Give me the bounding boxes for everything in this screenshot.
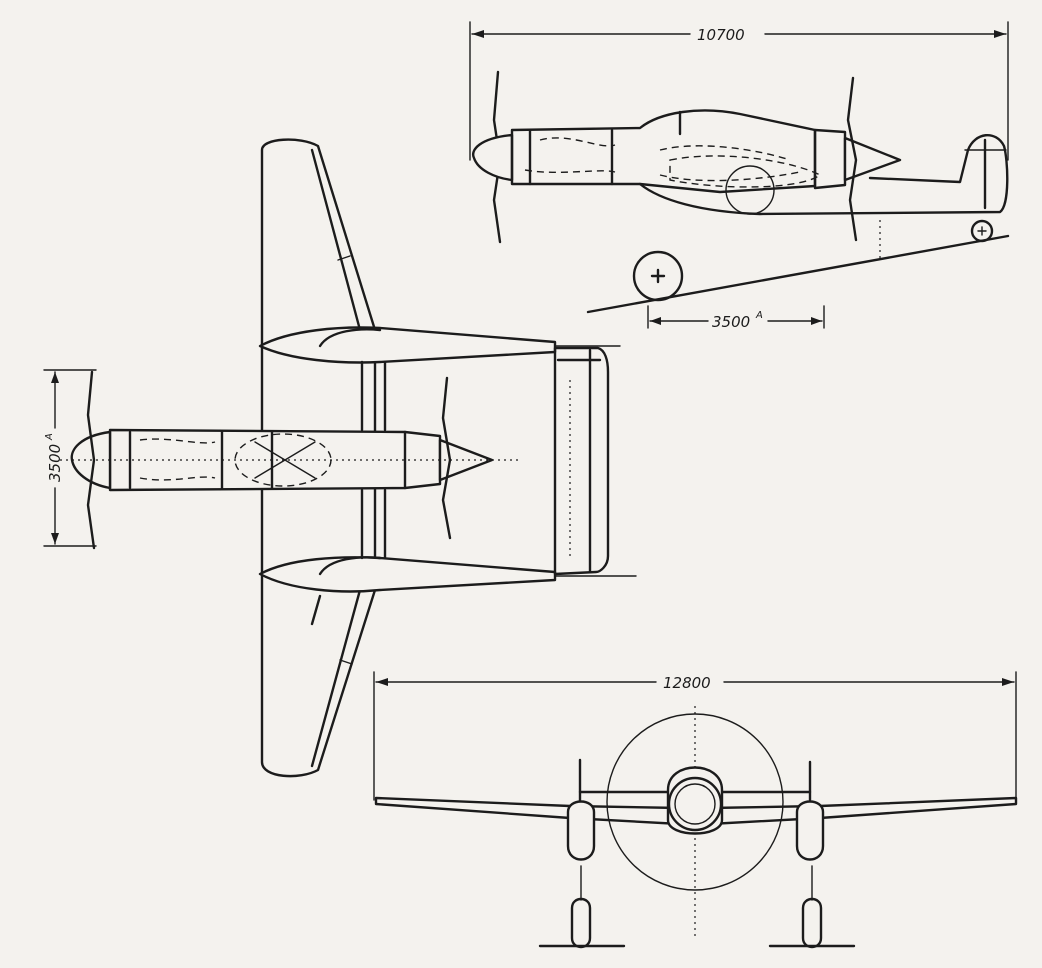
right-wheel-front — [801, 897, 823, 949]
upper-boom — [258, 326, 557, 364]
length-label: 10700 — [697, 26, 745, 44]
horizontal-tail-plan — [553, 346, 610, 576]
left-wheel-front — [570, 897, 592, 949]
plan-view: 3500 A — [43, 138, 637, 778]
main-wheel-side — [632, 250, 684, 302]
left-nacelle — [566, 800, 596, 861]
ground-line — [586, 234, 1010, 314]
rear-spinner-plan — [438, 438, 494, 482]
front-propeller-plan — [86, 370, 96, 550]
wheel-track-label: 3500 — [712, 313, 750, 331]
rear-propeller-plan — [441, 376, 452, 540]
right-nacelle — [795, 800, 825, 861]
front-spinner — [471, 133, 514, 182]
tail-boom-side — [638, 134, 1009, 216]
fuselage-side — [510, 109, 817, 194]
front-view: 12800 — [373, 671, 1018, 949]
nose-span-label: 3500 — [46, 444, 64, 482]
wingspan-label: 12800 — [663, 674, 711, 692]
rear-cowl — [813, 128, 847, 190]
rear-spinner — [843, 136, 902, 182]
nose-span-sup: A — [44, 433, 55, 441]
side-view: 10700 — [469, 21, 1010, 331]
nose-dimension: 3500 A — [43, 369, 97, 547]
lower-boom — [258, 556, 557, 593]
length-dimension: 10700 — [469, 21, 1009, 161]
wingspan-dimension: 12800 — [373, 671, 1017, 801]
wheel-track-sup: A — [755, 310, 763, 321]
tail-wheel-side — [970, 219, 994, 243]
wheel-track-dimension: 3500 A — [647, 305, 825, 331]
